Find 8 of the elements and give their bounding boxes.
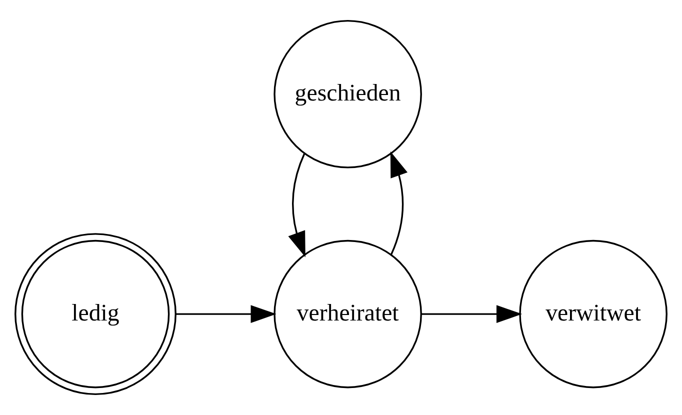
- node-circle: verwitwet: [519, 240, 668, 388]
- arrow: [390, 151, 408, 256]
- arrow: [422, 305, 522, 324]
- node-circle: geschieden: [274, 20, 422, 168]
- arrow: [176, 305, 276, 324]
- node-circle: ledig: [14, 233, 176, 396]
- arrow: [288, 153, 306, 258]
- node-circle: verheiratet: [274, 240, 422, 388]
